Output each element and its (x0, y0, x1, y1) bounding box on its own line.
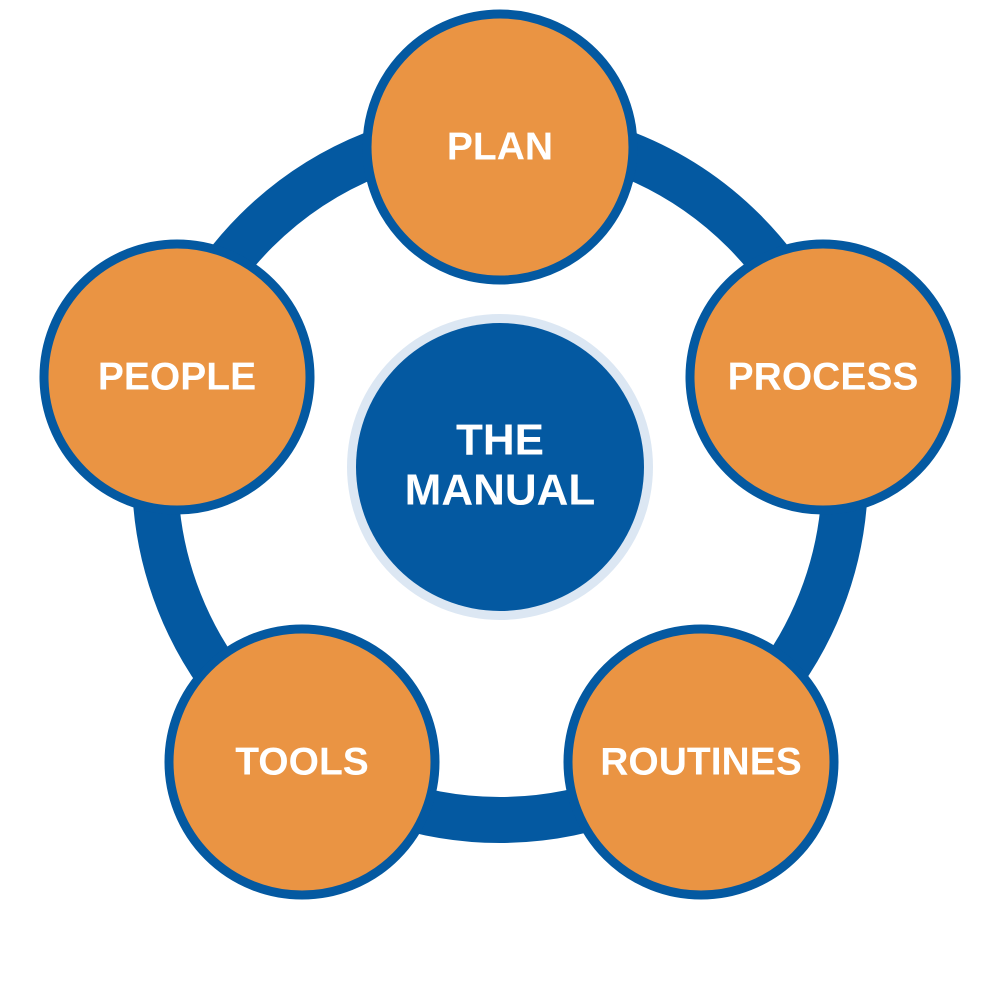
node-tools-label: TOOLS (235, 741, 369, 784)
node-routines-circle (563, 624, 839, 900)
node-people-circle (39, 239, 315, 515)
center-title-line1: THE (456, 416, 544, 465)
node-plan-circle (362, 9, 638, 285)
node-process-label: PROCESS (728, 356, 919, 399)
node-routines-label: ROUTINES (600, 741, 802, 784)
node-process: PROCESS (685, 239, 961, 515)
node-tools: TOOLS (164, 624, 440, 900)
node-people: PEOPLE (39, 239, 315, 515)
node-plan-label: PLAN (447, 126, 553, 169)
center-title-line2: MANUAL (405, 466, 596, 515)
center-circle (356, 323, 644, 611)
node-routines: ROUTINES (563, 624, 839, 900)
node-people-label: PEOPLE (98, 356, 256, 399)
node-process-circle (685, 239, 961, 515)
node-tools-circle (164, 624, 440, 900)
node-plan: PLAN (362, 9, 638, 285)
